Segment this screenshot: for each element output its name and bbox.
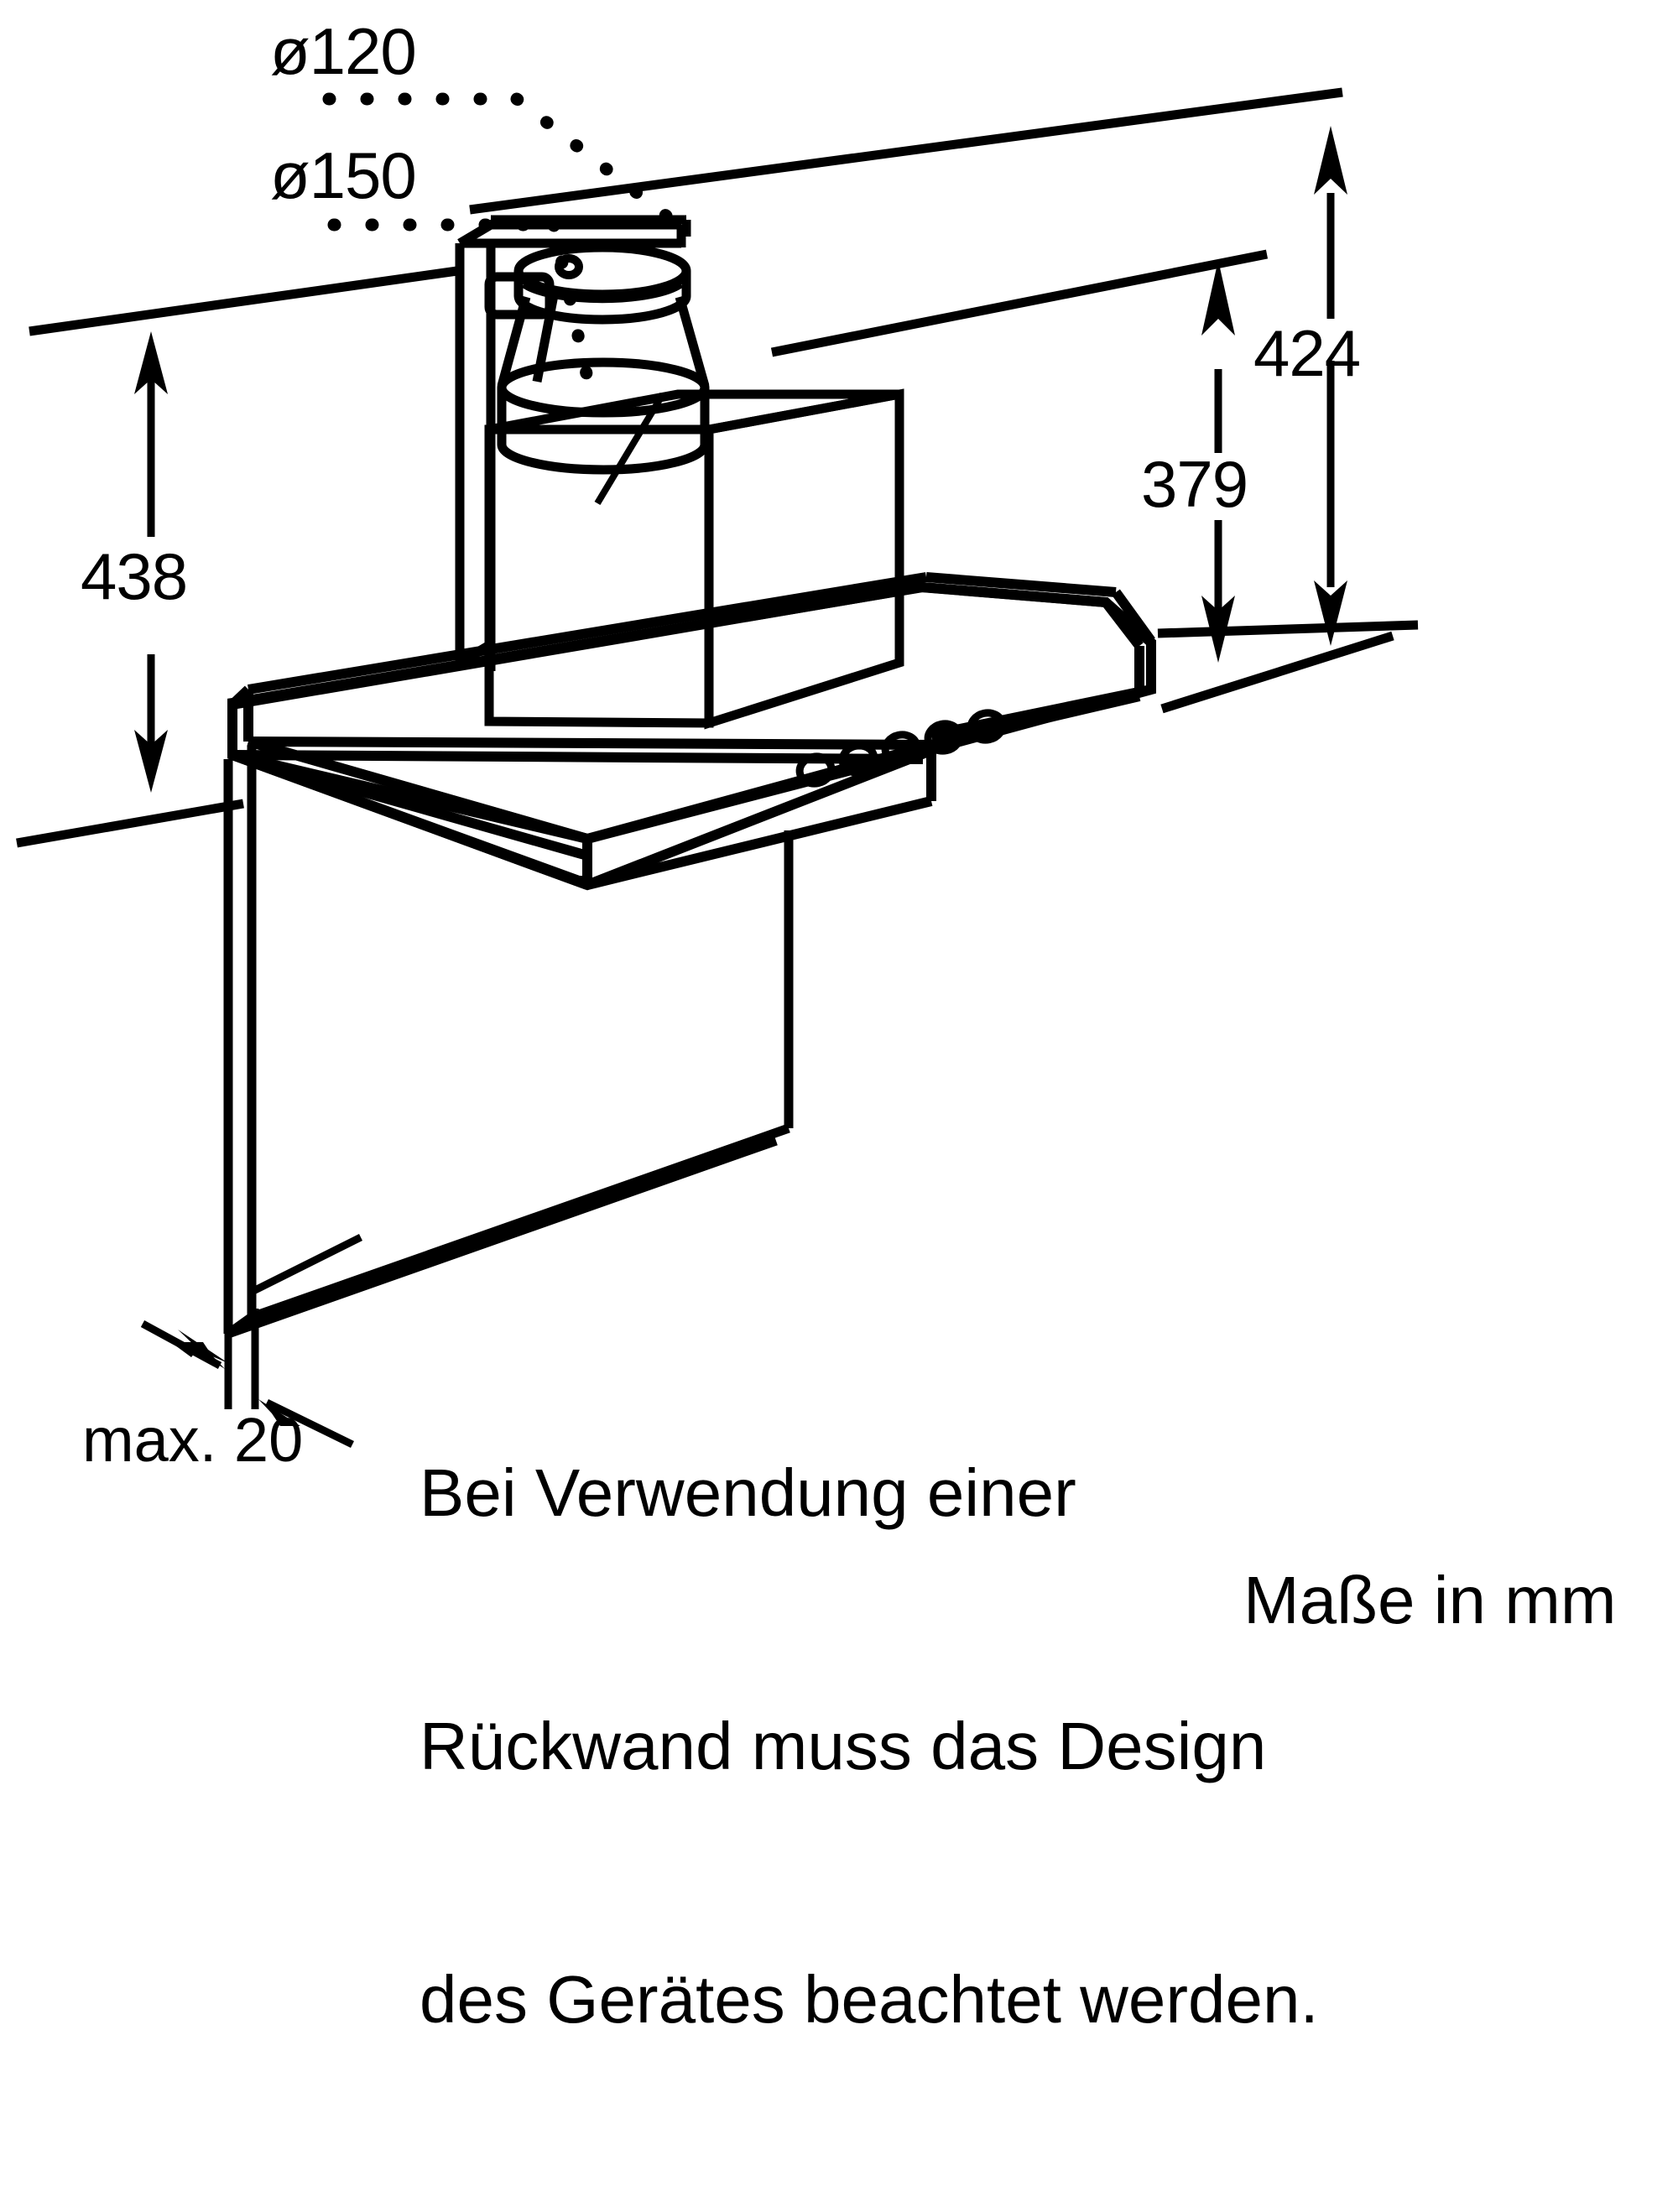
chimney-box	[484, 388, 904, 730]
technical-drawing-canvas: ø120 ø150 438 424 379 max. 20 Bei Verwen…	[16, 14, 1617, 2038]
dotted-leader-150-diagonal	[547, 218, 594, 384]
duct-pointer-line	[594, 392, 666, 506]
wall-reference-lines	[16, 87, 1419, 848]
dimension-379-label: 379	[1141, 447, 1248, 521]
dimension-424-arrow-up	[1314, 126, 1347, 195]
dimension-379-arrow-up	[1201, 260, 1235, 336]
rear-wall-panel	[223, 747, 794, 1339]
dimension-424-arrow-down	[1314, 580, 1347, 646]
dimension-max20-label: max. 20	[82, 1405, 304, 1475]
duct-reducer-assembly	[497, 242, 710, 475]
callout-duct-small-label: ø120	[270, 14, 417, 88]
dimension-438-arrow-down	[134, 730, 168, 793]
dimension-438-label: 438	[81, 539, 188, 613]
dimension-424-label: 424	[1253, 316, 1361, 390]
dotted-leader-120-diagonal	[510, 92, 693, 238]
hood-outline	[227, 581, 1156, 891]
rear-wall-note: Bei Verwendung einer Rückwand muss das D…	[420, 1282, 1319, 2212]
rear-wall-note-line-3: des Gerätes beachtet werden.	[420, 1962, 1319, 2038]
drawing-vector-layer	[16, 87, 1419, 1449]
dimension-379-arrow-down	[1201, 596, 1235, 663]
rear-wall-note-line-2: Rückwand muss das Design	[420, 1708, 1267, 1783]
dimension-max20-arrows	[140, 1320, 354, 1449]
dimension-max20	[224, 1233, 363, 1409]
control-panel-buttons	[795, 709, 1007, 788]
dimension-max20-arrowheads	[183, 1342, 300, 1426]
dimension-438-arrow-up	[134, 331, 168, 394]
units-note-label: Maße in mm	[1243, 1563, 1617, 1637]
rear-wall-note-line-1: Bei Verwendung einer	[420, 1455, 1076, 1530]
callout-duct-large-label: ø150	[270, 138, 417, 212]
